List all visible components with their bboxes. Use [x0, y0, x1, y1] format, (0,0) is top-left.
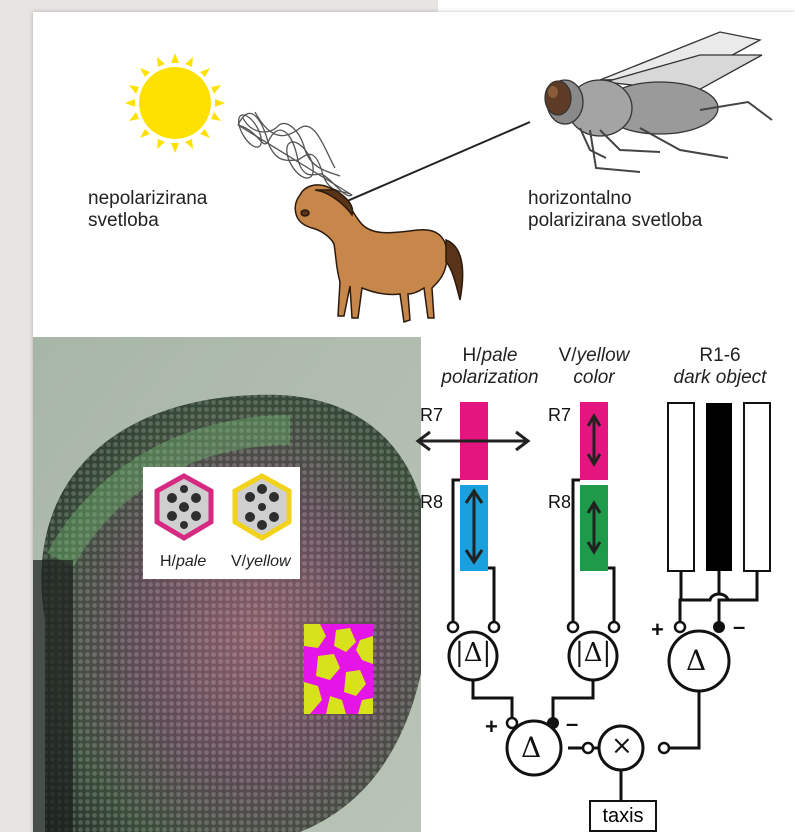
- col1-header: H/pale polarization: [436, 345, 544, 389]
- horsefly-icon: [545, 32, 772, 172]
- taxis-box: taxis: [589, 800, 657, 832]
- r8-label-right: R8: [548, 492, 571, 513]
- horse-icon: [295, 185, 462, 322]
- abs-delta-label-pale: |Δ|: [455, 638, 491, 668]
- r16-bar-center: [706, 403, 732, 571]
- circuit-diagram: [418, 402, 770, 800]
- unpolarized-light-icon: [234, 111, 530, 205]
- abs-delta-label-yellow: |Δ|: [575, 638, 611, 668]
- inset-label-yellow: V/yellow: [231, 553, 291, 571]
- r16-bar-right: [744, 403, 770, 571]
- col2-header: V/yellow color: [546, 345, 642, 389]
- plus-sign-combine: +: [485, 714, 498, 740]
- mosaic-patch: [304, 624, 373, 714]
- delta-label-dark: Δ: [686, 644, 706, 677]
- unpolarized-caption: nepolarizirana svetloba: [88, 188, 207, 232]
- r7-label-left: R7: [420, 405, 443, 426]
- minus-sign-dark: –: [733, 614, 745, 640]
- polarized-caption: horizontalno polarizirana svetloba: [528, 188, 702, 232]
- plus-sign-dark: +: [651, 617, 664, 643]
- col3-header: R1-6 dark object: [656, 345, 784, 389]
- inset-label-pale: H/pale: [160, 553, 206, 571]
- sun-icon: [125, 53, 225, 153]
- eye-photo: [33, 337, 431, 832]
- r16-bar-left: [668, 403, 694, 571]
- r7-label-right: R7: [548, 405, 571, 426]
- minus-sign-combine: –: [566, 711, 578, 737]
- multiply-label: ×: [611, 731, 633, 761]
- r8-label-left: R8: [420, 492, 443, 513]
- delta-label-combine: Δ: [521, 731, 541, 764]
